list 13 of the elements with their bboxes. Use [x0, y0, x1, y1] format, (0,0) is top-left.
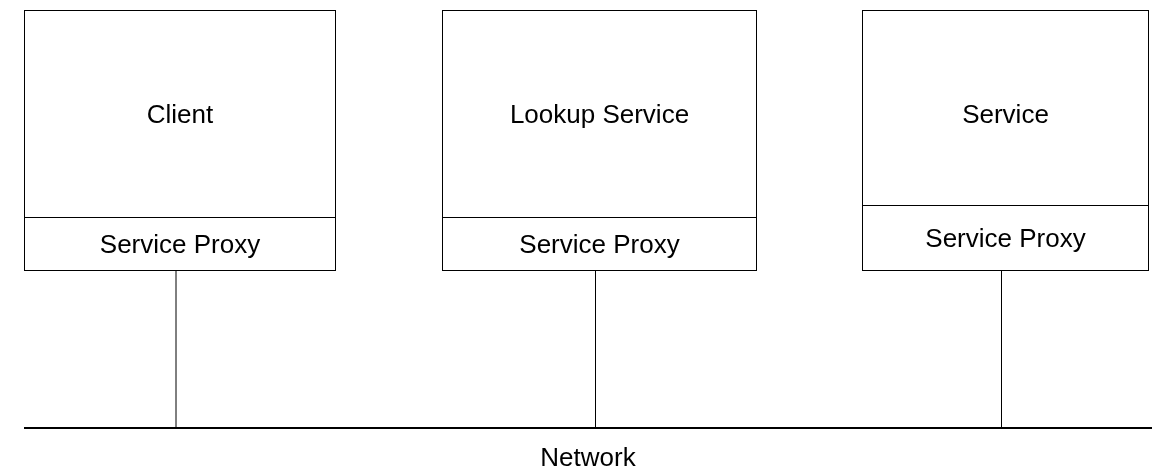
component-box: [24, 10, 336, 271]
connector-line: [175, 270, 177, 428]
proxy-label: Service Proxy: [519, 228, 680, 260]
connector-line: [1001, 270, 1002, 428]
proxy-label: Service Proxy: [925, 222, 1086, 254]
component-label: Lookup Service: [509, 99, 690, 130]
component-label: Client: [146, 99, 214, 130]
proxy-label: Service Proxy: [99, 228, 261, 260]
connector-line: [595, 270, 596, 428]
component-box: [862, 10, 1149, 271]
network-label: Network: [540, 442, 636, 473]
component-label: Service: [962, 99, 1049, 130]
component-box: [442, 10, 757, 271]
